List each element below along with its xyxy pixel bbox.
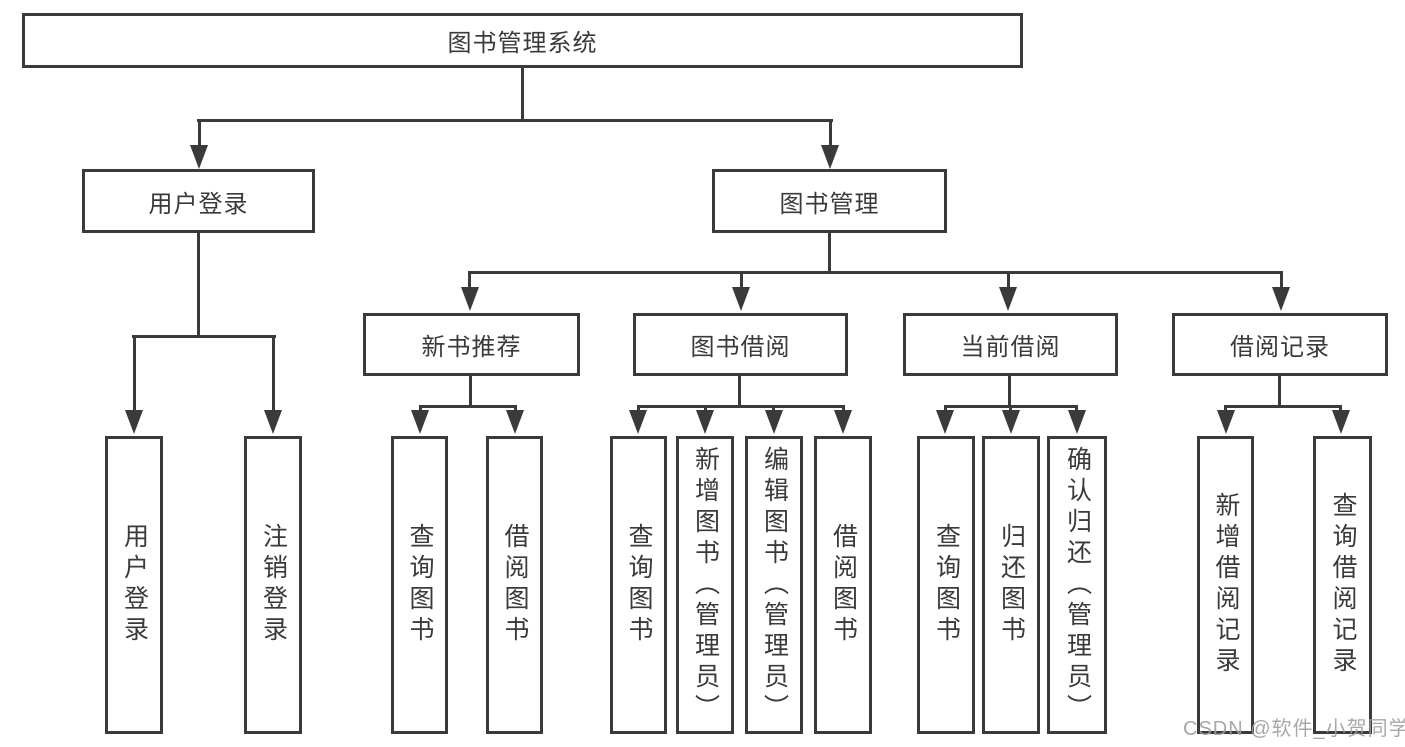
node-library-system: 图书管理系统 [22,13,1023,68]
node-label: 图书管理 [779,190,880,218]
leaf-borrowing-borrow-books: 借阅图书 [814,436,872,734]
connector-line [1280,271,1283,293]
connector-line [469,374,472,407]
arrowhead [1068,410,1086,434]
leaf-current-return-books: 归还图书 [982,436,1040,734]
leaf-user-login: 用户登录 [105,436,163,734]
connector-line [740,271,743,293]
leaf-newbooks-query-books: 查询图书 [391,436,448,734]
csdn-watermark: CSDN @软件_小贺同学 [1183,718,1405,740]
connector-line [829,119,832,153]
arrowhead [125,410,143,434]
node-label: 归还图书 [997,523,1026,647]
connector-line [1224,405,1342,408]
arrowhead [190,145,208,169]
node-label: 新增图书（管理员） [691,445,720,725]
connector-line [1008,374,1011,407]
node-label: 确认归还（管理员） [1063,445,1092,725]
arrowhead [629,410,647,434]
arrowhead [936,410,954,434]
node-label: 借阅图书 [829,523,858,647]
connector-line [132,335,276,338]
connector-line [521,67,524,121]
node-label: 借阅记录 [1230,334,1330,361]
arrowhead [1272,287,1290,311]
node-current-borrowing: 当前借阅 [903,313,1118,376]
node-label: 图书管理系统 [447,30,598,57]
node-user-login: 用户登录 [82,169,315,233]
leaf-current-query-books: 查询图书 [917,436,975,734]
leaf-borrowing-add-books-admin: 新增图书（管理员） [676,436,734,734]
node-label: 用户登录 [148,190,249,218]
arrowhead [264,410,282,434]
connector-line [272,335,275,413]
node-label: 借阅图书 [501,523,529,647]
node-label: 查询图书 [932,523,961,647]
arrowhead [821,145,839,169]
connector-line [197,119,833,122]
arrowhead [1332,410,1350,434]
node-label: 新增借阅记录 [1212,492,1240,678]
node-label: 注销登录 [259,523,288,647]
node-borrowing-records: 借阅记录 [1172,313,1388,376]
node-label: 查询借阅记录 [1329,492,1357,678]
connector-line [738,374,741,407]
arrowhead [1002,410,1020,434]
arrowhead [411,410,429,434]
leaf-records-query-record: 查询借阅记录 [1313,436,1372,734]
connector-line [133,335,136,413]
connector-line [637,405,845,408]
arrowhead [834,410,852,434]
node-label: 查询图书 [406,523,434,647]
arrowhead [461,287,479,311]
leaf-current-confirm-return-admin: 确认归还（管理员） [1047,436,1107,734]
node-book-borrowing: 图书借阅 [633,313,848,376]
connector-line [828,231,831,273]
leaf-logout: 注销登录 [244,436,302,734]
arrowhead [765,410,783,434]
leaf-borrowing-edit-books-admin: 编辑图书（管理员） [745,436,803,734]
arrowhead [1217,410,1235,434]
node-label: 编辑图书（管理员） [760,445,789,725]
node-label: 图书借阅 [690,334,791,361]
arrowhead [506,410,524,434]
leaf-records-add-record: 新增借阅记录 [1197,436,1254,734]
node-label: 用户登录 [120,523,149,647]
connector-line [197,231,200,337]
arrowhead [696,410,714,434]
node-label: 当前借阅 [960,334,1061,361]
connector-line [468,271,471,293]
connector-line [1278,374,1281,407]
node-label: 查询图书 [625,523,653,647]
leaf-newbooks-borrow-books: 借阅图书 [486,436,543,734]
node-book-management: 图书管理 [712,169,947,233]
arrowhead [732,287,750,311]
connector-line [198,119,201,153]
node-label: 新书推荐 [421,334,522,361]
connector-line [1007,271,1010,293]
arrowhead [999,287,1017,311]
connector-line [468,271,1283,274]
connector-line [419,405,517,408]
leaf-borrowing-query-books: 查询图书 [610,436,667,734]
node-new-book-recommend: 新书推荐 [363,313,580,376]
